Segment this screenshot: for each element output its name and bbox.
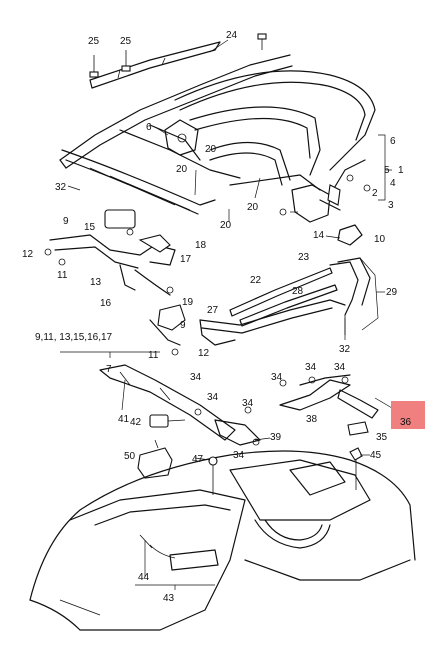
part-label-7[interactable]: 7 [106,364,112,375]
part-label-34-b[interactable]: 34 [207,392,219,403]
part-label-34-g[interactable]: 34 [233,450,245,461]
part-label-19[interactable]: 19 [182,297,194,308]
part-label-12-left[interactable]: 12 [22,249,34,260]
sensor-50 [137,439,173,479]
part-label-38[interactable]: 38 [306,414,318,425]
part-label-9-upper[interactable]: 9 [63,216,69,227]
part-label-42[interactable]: 42 [130,417,142,428]
part-label-14[interactable]: 14 [313,230,325,241]
part-label-50[interactable]: 50 [124,451,136,462]
part-label-20-lower[interactable]: 20 [220,220,232,231]
part-36-highlight [391,401,425,429]
part-label-18[interactable]: 18 [195,240,207,251]
part-label-12-right[interactable]: 12 [198,348,210,359]
part-label-2[interactable]: 2 [372,188,378,199]
part-label-17[interactable]: 17 [180,254,192,265]
part-label-10[interactable]: 10 [374,234,386,245]
part-label-34-d[interactable]: 34 [271,372,283,383]
part-label-13[interactable]: 13 [90,277,102,288]
sensor-42 [149,414,169,428]
part-label-5[interactable]: 5 [384,165,390,176]
car-body [29,450,416,631]
part-label-34-c[interactable]: 34 [242,398,254,409]
part-label-27[interactable]: 27 [207,305,219,316]
lower-frame-assembly [99,364,379,446]
part-label-11-upper[interactable]: 11 [57,270,68,281]
part-label-20-mid[interactable]: 20 [176,164,188,175]
part-label-29[interactable]: 29 [386,287,398,298]
part-label-20-right[interactable]: 20 [247,202,259,213]
top-frame-assembly [59,41,376,215]
part-label-32-left[interactable]: 32 [55,182,67,193]
part-label-6-right[interactable]: 6 [390,136,396,147]
right-hinge-linkage [279,159,371,246]
part-label-24[interactable]: 24 [226,30,238,41]
part-label-34-a[interactable]: 34 [190,372,202,383]
part-label-44[interactable]: 44 [138,572,150,583]
bracket-45 [349,447,363,490]
screw-24-top [257,33,267,50]
part-label-16[interactable]: 16 [100,298,112,309]
part-label-23[interactable]: 23 [298,252,310,263]
part-label-47[interactable]: 47 [192,454,204,465]
part-label-25-right[interactable]: 25 [120,36,132,47]
part-label-39[interactable]: 39 [270,432,282,443]
part-label-35[interactable]: 35 [376,432,388,443]
screw-25-right [121,50,131,72]
part-label-6-top[interactable]: 6 [146,122,152,133]
part-label-11-lower[interactable]: 11 [148,350,159,361]
part-label-4[interactable]: 4 [390,178,396,189]
left-motor-assembly [44,209,186,356]
screw-25-left [89,55,99,78]
part-label-25-left[interactable]: 25 [88,36,100,47]
part-label-1[interactable]: 1 [398,165,404,176]
part-label-15[interactable]: 15 [84,222,96,233]
part-label-41[interactable]: 41 [118,414,130,425]
part-label-28[interactable]: 28 [292,286,304,297]
part-label-3[interactable]: 3 [388,200,394,211]
part-label-32-right[interactable]: 32 [339,344,351,355]
part-group-7-list[interactable]: 9,11, 13,15,16,17 [35,332,113,343]
part-label-34-f[interactable]: 34 [334,362,346,373]
part-label-43[interactable]: 43 [163,593,175,604]
part-label-22[interactable]: 22 [250,275,262,286]
part-label-45[interactable]: 45 [370,450,382,461]
part-label-20-upper[interactable]: 20 [205,144,217,155]
stud-47 [208,456,218,495]
part-label-36[interactable]: 36 [400,417,412,428]
seal-strips [199,257,371,346]
part-label-34-e[interactable]: 34 [305,362,317,373]
part-label-9-lower[interactable]: 9 [180,320,186,331]
